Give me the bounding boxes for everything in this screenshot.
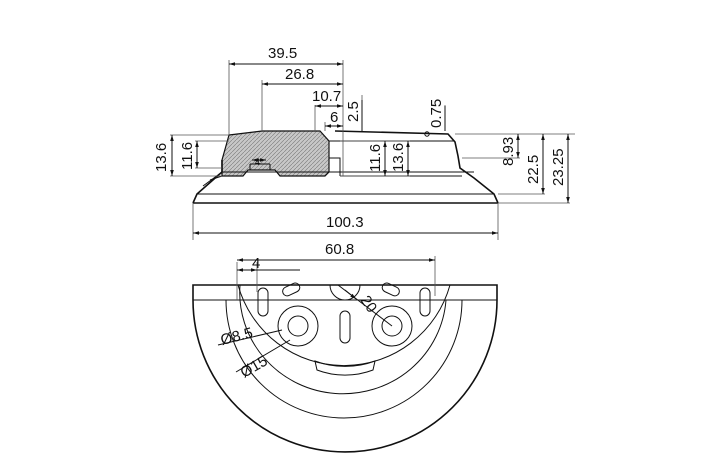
dim-26-8: 26.8 bbox=[285, 66, 314, 83]
mount-hole-right bbox=[371, 305, 413, 347]
top-plan-view: 4 60.8 20 Ø8.5 Ø15 bbox=[192, 241, 498, 453]
dim-11-6-left: 11.6 bbox=[179, 142, 196, 170]
dim-2-5: 2.5 bbox=[345, 101, 362, 122]
dim-23-25: 23.25 bbox=[550, 148, 567, 186]
side-section-view: 39.5 26.8 10.7 6 2.5 0.75 13.6 11.6 11.6… bbox=[153, 45, 575, 240]
dim-100-3: 100.3 bbox=[326, 214, 364, 231]
dim-0-75: 0.75 bbox=[428, 99, 445, 128]
dim-4-bottom: 4 bbox=[252, 255, 260, 272]
dim-20: 20 bbox=[357, 293, 380, 316]
dim-8-93: 8.93 bbox=[500, 137, 517, 166]
dim-13-6-left: 13.6 bbox=[153, 143, 170, 172]
hatched-section bbox=[221, 130, 330, 177]
dim-6: 6 bbox=[330, 109, 338, 126]
cup-profile bbox=[192, 130, 499, 204]
dim-60-8: 60.8 bbox=[325, 241, 354, 258]
dim-13-6-mid: 13.6 bbox=[390, 143, 407, 172]
mount-hole-left bbox=[277, 305, 319, 347]
outer-slots bbox=[257, 282, 431, 376]
dim-phi-8-5: Ø8.5 bbox=[219, 325, 255, 349]
dim-22-5: 22.5 bbox=[525, 155, 542, 184]
outer-half-disc bbox=[192, 284, 498, 453]
dim-10-7: 10.7 bbox=[312, 88, 341, 105]
dim-11-6-mid: 11.6 bbox=[367, 144, 384, 172]
dim-39-5: 39.5 bbox=[268, 45, 297, 62]
dim-4-top: 4 bbox=[255, 157, 260, 167]
